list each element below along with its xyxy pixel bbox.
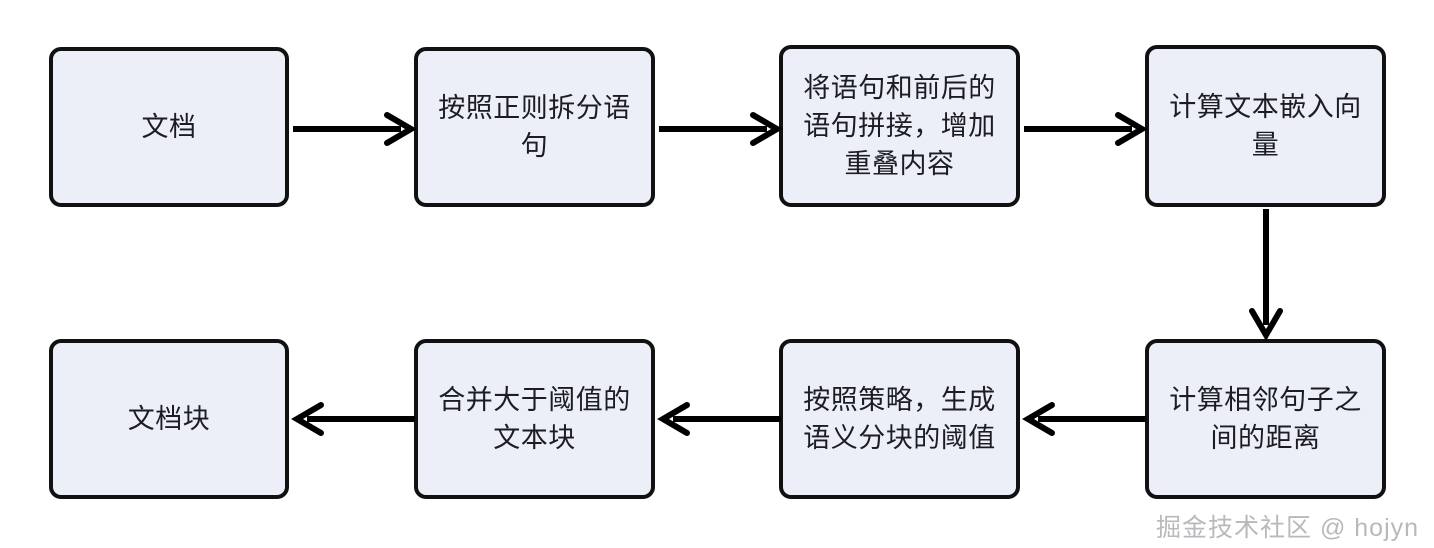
flow-node-label: 按照正则拆分语 句 [438,92,631,161]
flow-node-concat-with-overlap[interactable]: 将语句和前后的 语句拼接，增加 重叠内容 [779,45,1020,207]
flow-edge-merge-to-chunks [291,400,417,438]
flow-node-document-chunks[interactable]: 文档块 [49,339,289,499]
flow-node-label: 按照策略，生成 语义分块的阈值 [803,384,996,453]
flow-node-split-by-regex[interactable]: 按照正则拆分语 句 [414,47,655,207]
flow-node-label: 文档 [141,111,197,142]
flow-edge-distance-to-threshold [1022,400,1148,438]
flow-edge-concat-to-embeddings [1022,110,1148,148]
flow-node-label: 计算相邻句子之 间的距离 [1169,384,1362,453]
flow-node-adjacent-distance[interactable]: 计算相邻句子之 间的距离 [1145,339,1386,499]
flow-node-label: 文档块 [127,403,211,434]
flow-node-compute-embeddings[interactable]: 计算文本嵌入向 量 [1145,45,1386,207]
flow-edge-split-to-concat [657,110,783,148]
flow-node-label: 计算文本嵌入向 量 [1169,91,1362,160]
flow-node-label: 合并大于阈值的 文本块 [438,384,631,453]
flow-node-threshold-strategy[interactable]: 按照策略，生成 语义分块的阈值 [779,339,1020,499]
flow-node-document[interactable]: 文档 [49,47,289,207]
watermark-text: 掘金技术社区 @ hojyn [1156,514,1420,542]
flow-edge-document-to-split [291,110,417,148]
flow-node-label: 将语句和前后的 语句拼接，增加 重叠内容 [803,72,996,180]
flow-edge-threshold-to-merge [657,400,783,438]
flow-node-merge-chunks[interactable]: 合并大于阈值的 文本块 [414,339,655,499]
flow-edge-embeddings-to-distance [1247,207,1285,341]
